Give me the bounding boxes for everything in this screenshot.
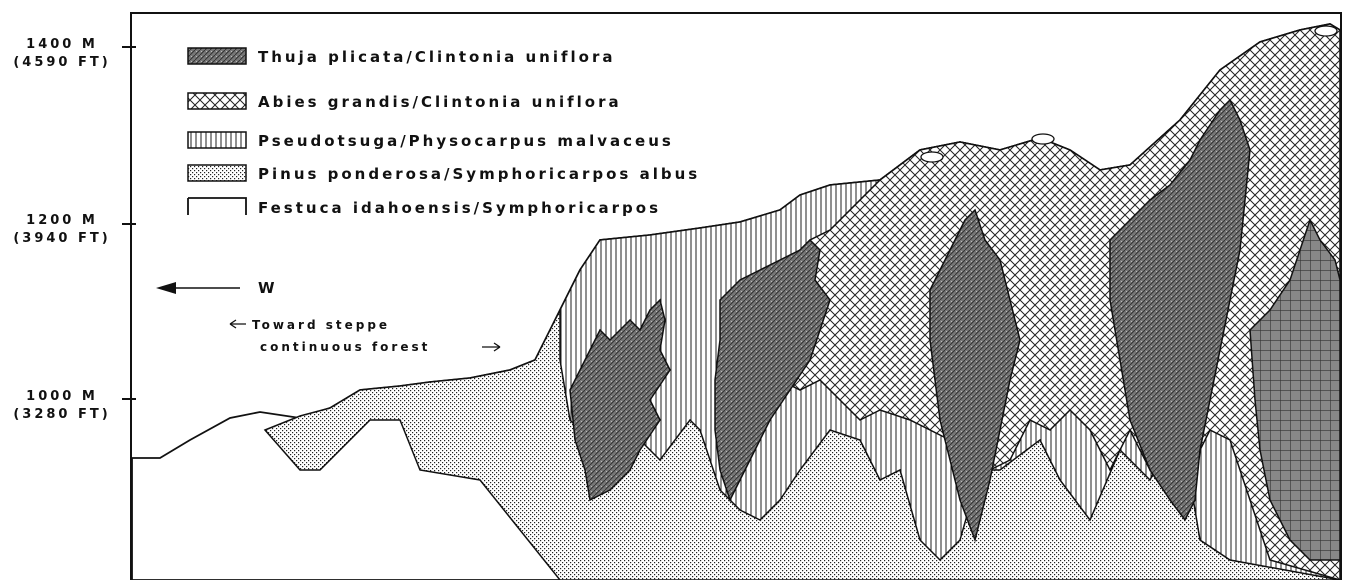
west-direction-arrow: W: [156, 279, 278, 297]
arrowhead-icon: [156, 282, 176, 294]
legend: Thuja plicata/Clintonia uniflora Abies g…: [188, 48, 700, 217]
legend-label-abies: Abies grandis/Clintonia uniflora: [258, 93, 622, 111]
legend-label-pseudo: Pseudotsuga/Physocarpus malvaceus: [258, 132, 674, 150]
legend-swatch-festuca: [188, 198, 246, 215]
legend-label-pinus: Pinus ponderosa/Symphoricarpos albus: [258, 165, 700, 183]
legend-swatch-abies: [188, 93, 246, 109]
peak-patch: [1032, 134, 1054, 144]
legend-label-thuja: Thuja plicata/Clintonia uniflora: [258, 48, 615, 66]
legend-label-festuca: Festuca idahoensis/Symphoricarpos: [258, 199, 661, 217]
left-arrow-icon: [230, 320, 246, 328]
direction-label: W: [258, 279, 278, 297]
right-arrow-icon: [482, 343, 500, 351]
legend-swatch-pinus: [188, 165, 246, 181]
gradient-note-line1: Toward steppe: [252, 318, 390, 332]
gradient-note-line2: continuous forest: [260, 340, 430, 354]
legend-swatch-thuja: [188, 48, 246, 64]
peak-patch: [921, 152, 943, 162]
peak-patch: [1315, 26, 1337, 36]
gradient-note: Toward steppe continuous forest: [230, 318, 500, 354]
legend-swatch-pseudo: [188, 132, 246, 148]
